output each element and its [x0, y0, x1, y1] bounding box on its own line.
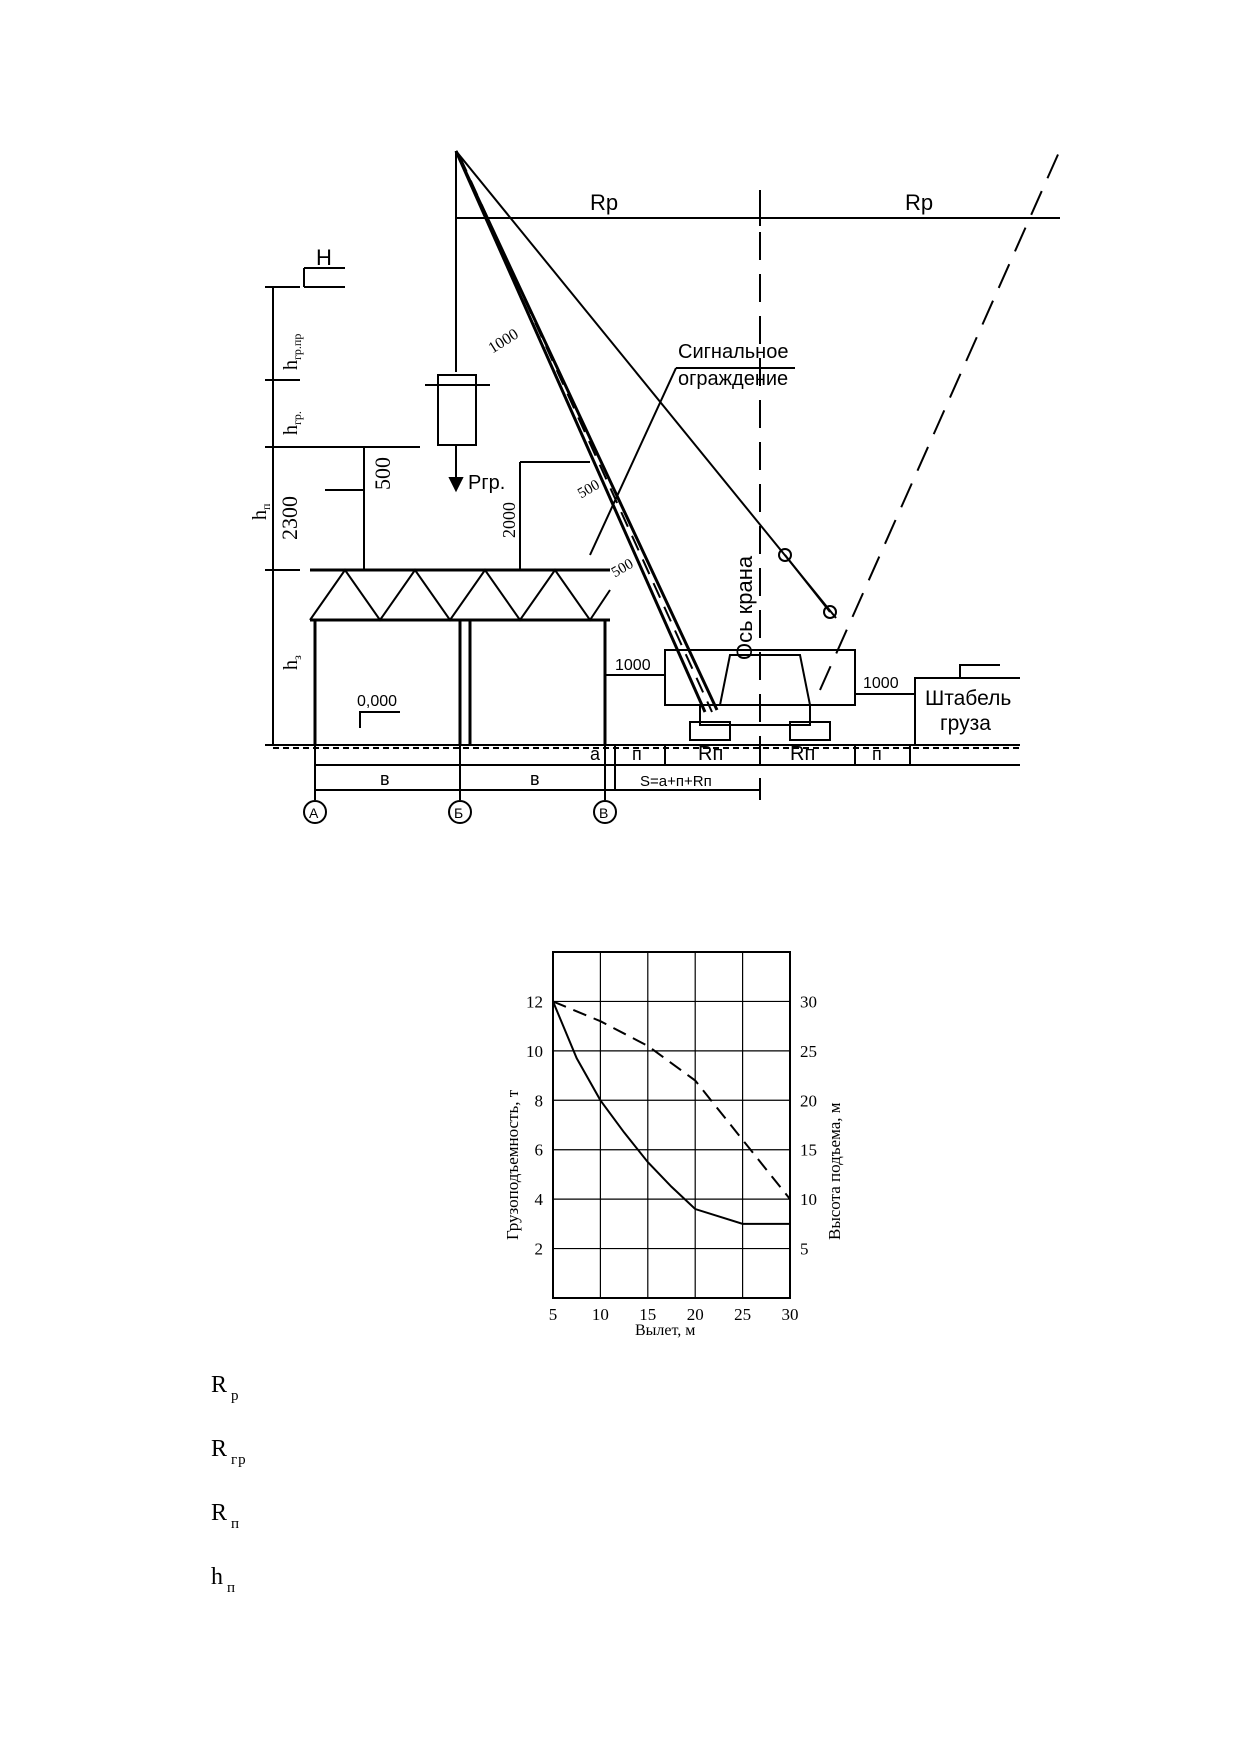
signal-fence-line1: Сигнальное — [678, 341, 788, 363]
legend-symbol: R — [211, 1372, 229, 1398]
dim-2000: 2000 — [499, 502, 519, 538]
chart-ylabel-right: Высота подъема, м — [825, 1102, 844, 1240]
y-right-tick-label: 5 — [800, 1240, 809, 1259]
p-label-2: п — [872, 744, 882, 764]
axis-v: В — [599, 805, 608, 821]
rn-label-2: Rп — [790, 743, 815, 765]
plot-frame — [552, 951, 791, 1299]
y-right-tick-label: 20 — [800, 1091, 817, 1110]
h-gr-pr-label: hгр.пр — [280, 334, 304, 370]
y-left-tick-label: 6 — [535, 1141, 544, 1160]
dim-1000-left: 1000 — [615, 657, 651, 674]
legend-subscript: гр — [231, 1452, 247, 1468]
y-right-tick-label: 10 — [800, 1190, 817, 1209]
x-tick-label: 30 — [782, 1305, 799, 1324]
chart-ticks: 5 10 15 20 25 30 2 4 6 8 10 12 5 10 15 20 25 30 — [526, 992, 817, 1324]
elevation-0: 0,000 — [357, 693, 397, 710]
y-left-tick-label: 8 — [535, 1091, 544, 1110]
x-tick-label: 25 — [734, 1305, 751, 1324]
rp-label-left: Rp — [590, 190, 618, 215]
chart-ylabel-left: Грузоподъемность, т — [503, 1089, 522, 1240]
h-p-label: hп — [249, 503, 273, 520]
x-tick-label: 5 — [549, 1305, 558, 1324]
h-z-label: hз — [280, 655, 304, 670]
x-tick-label: 10 — [592, 1305, 609, 1324]
y-right-tick-label: 25 — [800, 1042, 817, 1061]
p-label-1: п — [632, 744, 642, 764]
chart-series — [552, 1000, 791, 1225]
legend-subscript: р — [231, 1388, 240, 1404]
h-label: H — [316, 245, 332, 270]
rp-label-right: Rp — [905, 190, 933, 215]
dim-1000-right: 1000 — [863, 675, 899, 692]
bay-label-1: в — [380, 769, 390, 789]
signal-fence-line2: ограждение — [678, 368, 788, 390]
stack-line1: Штабель — [925, 687, 1011, 710]
y-left-tick-label: 10 — [526, 1042, 543, 1061]
y-left-tick-label: 12 — [526, 992, 543, 1011]
stack-line2: груза — [940, 712, 991, 735]
legend-subscript: п — [231, 1516, 241, 1532]
load-label: Ргр. — [468, 472, 505, 494]
series-lift-height-line — [552, 1000, 791, 1200]
x-tick-label: 15 — [639, 1305, 656, 1324]
crane-diagram: Rp Rp H hгр.пр hгр. hп hз 2300 500 2000 … — [249, 149, 1061, 824]
legend-symbol: h — [211, 1564, 224, 1590]
chart-xlabel: Вылет, м — [635, 1322, 695, 1339]
dim-500b: 500 — [575, 477, 602, 502]
bay-label-2: в — [530, 769, 540, 789]
legend-symbol: R — [211, 1436, 229, 1462]
dim-500c: 500 — [609, 556, 636, 581]
chart-grid — [552, 951, 791, 1299]
axis-a: А — [309, 805, 319, 821]
y-right-tick-label: 15 — [800, 1141, 817, 1160]
s-formula: S=а+п+Rп — [640, 773, 712, 790]
series-capacity-line — [552, 1001, 790, 1225]
legend-subscript: п — [227, 1580, 237, 1596]
y-right-tick-label: 30 — [800, 992, 817, 1011]
crane-axis-label: Ось крана — [732, 555, 757, 660]
legend-symbol: R — [211, 1500, 229, 1526]
x-tick-label: 20 — [687, 1305, 704, 1324]
dim-1000-boom: 1000 — [485, 326, 521, 357]
dim-500: 500 — [370, 457, 395, 490]
h-gr-label: hгр. — [280, 411, 304, 435]
axis-b: Б — [454, 805, 463, 821]
y-left-tick-label: 2 — [535, 1240, 544, 1259]
dim-2300: 2300 — [277, 496, 302, 540]
y-left-tick-label: 4 — [535, 1190, 544, 1209]
rn-label-1: Rп — [698, 743, 723, 765]
a-label: а — [590, 744, 601, 764]
